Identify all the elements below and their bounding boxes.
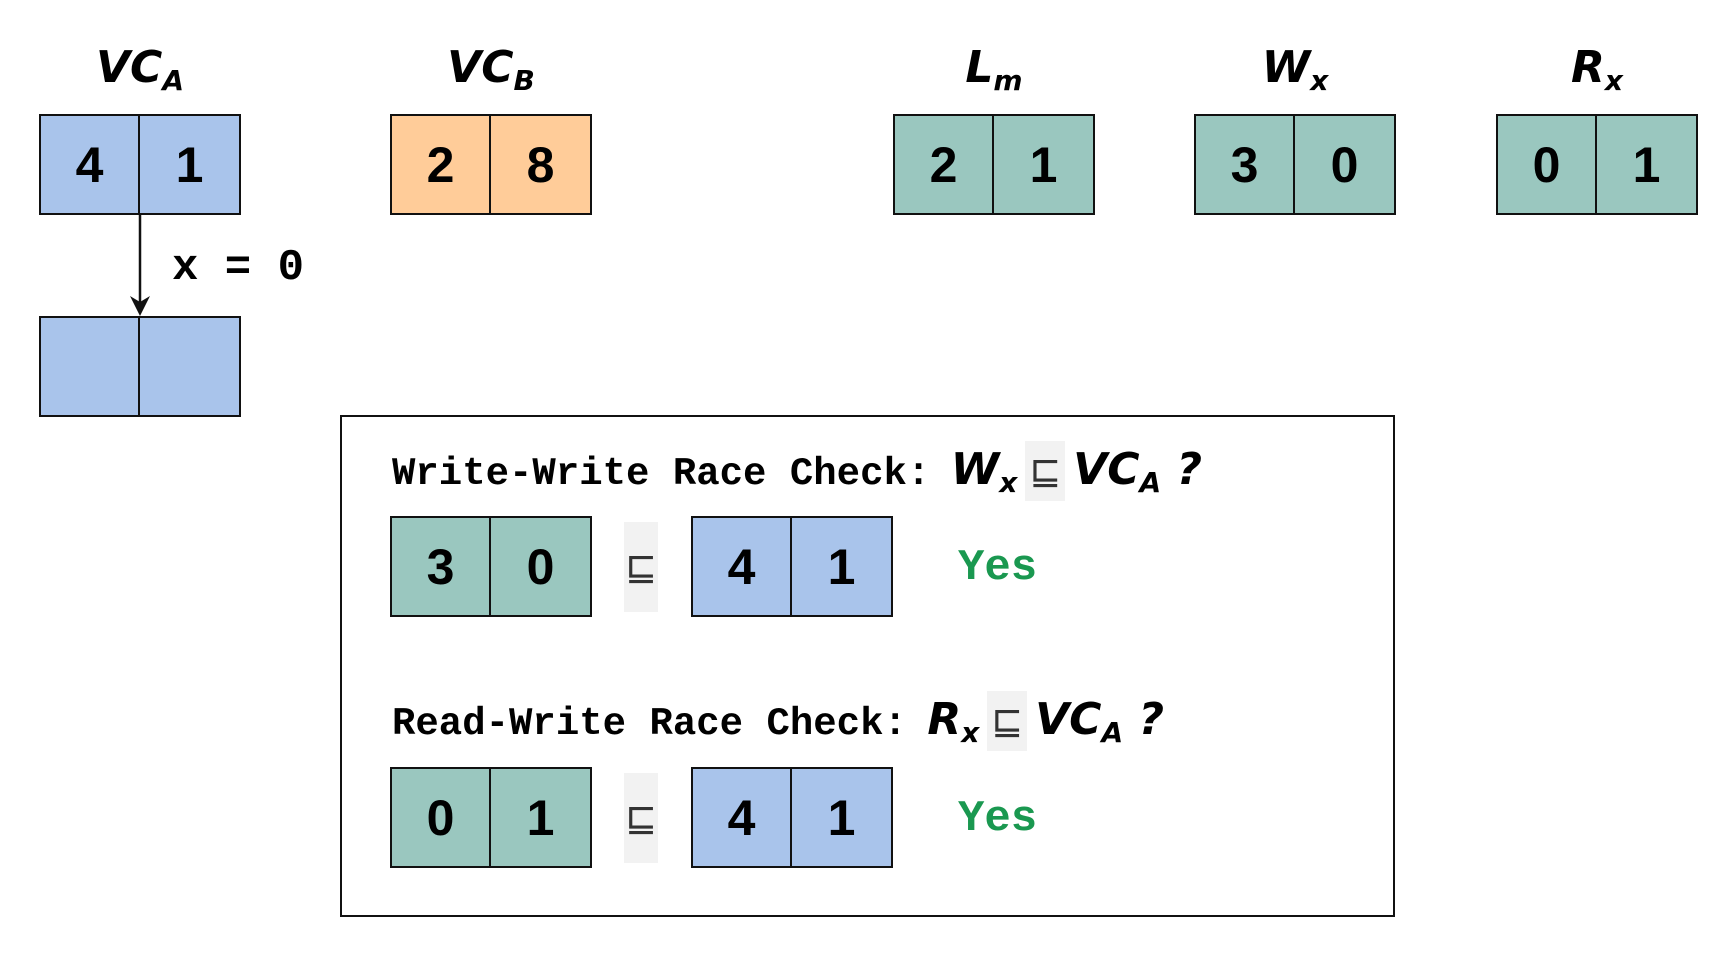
vc-a-new-cell-1	[140, 316, 241, 417]
read-write-result: Yes	[958, 794, 1038, 844]
operation-label: x = 0	[172, 243, 305, 293]
write-write-relation-symbol: ⊑	[624, 522, 658, 612]
write-write-relation: ⊑	[1025, 441, 1066, 501]
read-write-rhs-sub: A	[1101, 716, 1124, 749]
w-x-cell-0: 3	[1194, 114, 1295, 215]
write-write-rhs-base: VC	[1073, 444, 1140, 495]
vector-clock-w-x: 3 0	[1194, 114, 1396, 215]
label-w-x-base: W	[1261, 42, 1311, 93]
label-vc-a-sub: A	[162, 64, 184, 97]
r-x-cell-1: 1	[1597, 114, 1698, 215]
write-write-lhs-base: W	[950, 444, 1000, 495]
read-write-rhs-base: VC	[1035, 694, 1102, 745]
label-vc-b-base: VC	[447, 42, 514, 93]
read-write-check-expr: Rx⊑VCA ?	[912, 691, 1164, 751]
read-write-question: ?	[1138, 694, 1164, 745]
write-write-left-clock: 3 0	[390, 516, 592, 617]
read-write-left-cell-0: 0	[390, 767, 491, 868]
read-write-check-header: Read-Write Race Check: Rx⊑VCA ?	[392, 690, 1164, 751]
read-write-lhs-sub: x	[961, 716, 980, 749]
vc-a-cell-0: 4	[39, 114, 140, 215]
l-m-cell-1: 1	[994, 114, 1095, 215]
write-write-result: Yes	[958, 543, 1038, 593]
write-write-right-cell-1: 1	[792, 516, 893, 617]
vc-b-cell-1: 8	[491, 114, 592, 215]
label-vc-a: VCA	[39, 38, 241, 98]
read-write-right-clock: 4 1	[691, 767, 893, 868]
vector-clock-vc-a-updated	[39, 316, 241, 417]
label-r-x-sub: x	[1604, 64, 1623, 97]
read-write-lhs-base: R	[927, 694, 962, 745]
vector-clock-vc-b: 2 8	[390, 114, 592, 215]
race-check-panel	[340, 415, 1395, 917]
vector-clock-r-x: 0 1	[1496, 114, 1698, 215]
label-vc-b-sub: B	[513, 64, 535, 97]
label-l-m-sub: m	[993, 64, 1023, 97]
write-write-check-expr: Wx⊑VCA ?	[935, 441, 1203, 501]
label-r-x: Rx	[1496, 38, 1698, 98]
label-vc-a-base: VC	[95, 42, 163, 93]
read-write-relation-symbol: ⊑	[624, 773, 658, 863]
read-write-right-cell-0: 4	[691, 767, 792, 868]
write-write-rhs-sub: A	[1139, 466, 1162, 499]
w-x-cell-1: 0	[1295, 114, 1396, 215]
read-write-right-cell-1: 1	[792, 767, 893, 868]
write-write-left-cell-0: 3	[390, 516, 491, 617]
vector-clock-vc-a: 4 1	[39, 114, 241, 215]
vc-a-new-cell-0	[39, 316, 140, 417]
write-write-check-title: Write-Write Race Check:	[392, 452, 931, 496]
transition-arrow	[130, 214, 150, 316]
label-l-m: Lm	[893, 38, 1095, 98]
label-w-x: Wx	[1194, 38, 1396, 98]
write-write-check-header: Write-Write Race Check: Wx⊑VCA ?	[392, 440, 1203, 501]
write-write-right-clock: 4 1	[691, 516, 893, 617]
label-r-x-base: R	[1571, 42, 1605, 93]
l-m-cell-0: 2	[893, 114, 994, 215]
vector-clock-l-m: 2 1	[893, 114, 1095, 215]
read-write-relation: ⊑	[987, 691, 1028, 751]
write-write-lhs-sub: x	[999, 466, 1018, 499]
vc-b-cell-0: 2	[390, 114, 491, 215]
label-w-x-sub: x	[1310, 64, 1329, 97]
write-write-left-cell-1: 0	[491, 516, 592, 617]
label-l-m-base: L	[965, 42, 994, 93]
vc-a-cell-1: 1	[140, 114, 241, 215]
label-vc-b: VCB	[390, 38, 592, 98]
read-write-check-title: Read-Write Race Check:	[392, 702, 907, 746]
write-write-question: ?	[1176, 444, 1203, 495]
write-write-right-cell-0: 4	[691, 516, 792, 617]
read-write-left-clock: 0 1	[390, 767, 592, 868]
r-x-cell-0: 0	[1496, 114, 1597, 215]
read-write-left-cell-1: 1	[491, 767, 592, 868]
